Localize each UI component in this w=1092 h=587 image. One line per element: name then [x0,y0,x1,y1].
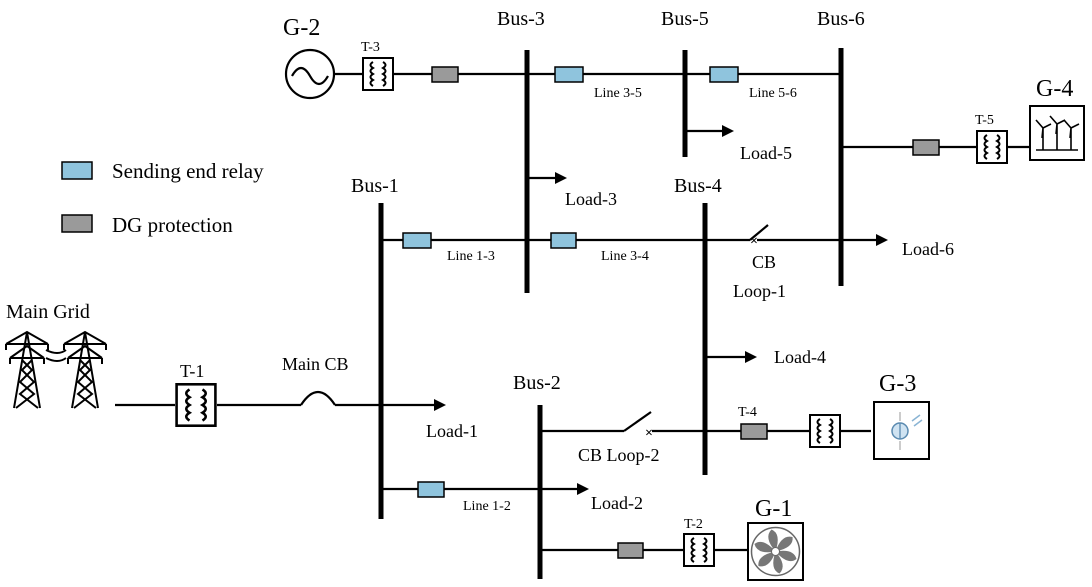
t2-label: T-2 [684,517,703,532]
main-grid-label: Main Grid [6,301,90,323]
transformer-t4-icon [809,414,841,448]
load-4-label: Load-4 [774,347,826,367]
load-1-arrow [434,399,446,411]
line-1-3-label: Line 1-3 [447,249,495,264]
transformer-t1-icon [175,383,217,427]
relay-line-1-3[interactable] [402,232,432,249]
load-1-label: Load-1 [426,421,478,441]
sine-source-icon [291,66,329,86]
transformer-t2-icon [683,533,715,567]
legend-dg-label: DG protection [112,213,233,237]
load-6-label: Load-6 [902,239,954,259]
load-2-arrow [577,483,589,495]
load-5-label: Load-5 [740,143,792,163]
g1-label: G-1 [755,496,792,522]
g2-label: G-2 [283,15,320,41]
line-5-6-label: Line 5-6 [749,86,797,101]
line-3-4-label: Line 3-4 [601,249,649,264]
cb-loop-1-switch[interactable] [749,224,769,241]
svg-text:×: × [645,426,653,441]
legend-relay-swatch [61,161,93,180]
bus-3-label: Bus-3 [497,8,545,30]
dg-protection-g1[interactable] [617,542,644,559]
transformer-t3-icon [362,57,394,91]
svg-text:×: × [750,234,758,249]
load-4-arrow [745,351,757,363]
cb-loop-1-label-loop: Loop-1 [733,281,786,301]
t4-label: T-4 [738,405,757,420]
transmission-tower-icon [63,331,107,409]
load-3-arrow [555,172,567,184]
t1-label: T-1 [180,361,204,381]
dg-protection-g4[interactable] [912,139,940,156]
main-cb-symbol[interactable] [300,390,336,406]
bus-4-label: Bus-4 [674,175,722,197]
bus-6-label: Bus-6 [817,8,865,30]
bus-5-label: Bus-5 [661,8,709,30]
bus-1-label: Bus-1 [351,175,399,197]
g4-label: G-4 [1036,76,1073,102]
legend-relay-label: Sending end relay [112,159,264,183]
turbine-fan-icon [750,526,801,577]
t5-label: T-5 [975,113,994,128]
wind-turbine-icon [1035,115,1080,151]
relay-line-3-4[interactable] [550,232,577,249]
load-6-arrow [876,234,888,246]
cb-loop-1-label-cb: CB [752,252,776,272]
transformer-t5-icon [976,130,1008,164]
dg-protection-g3[interactable] [740,423,768,440]
cb-loop-2-label: CB Loop-2 [578,445,660,465]
cb-loop-2-switch[interactable] [623,411,652,432]
transmission-tower-icon [5,331,49,409]
bus-2-label: Bus-2 [513,372,561,394]
solar-panel-icon [891,412,923,450]
load-3-label: Load-3 [565,189,617,209]
g3-label: G-3 [879,371,916,397]
relay-line-3-5[interactable] [554,66,584,83]
legend-dg-swatch [61,214,93,233]
dg-protection-g2[interactable] [431,66,459,83]
relay-line-5-6[interactable] [709,66,739,83]
load-2-label: Load-2 [591,493,643,513]
relay-line-1-2[interactable] [417,481,445,498]
line-3-5-label: Line 3-5 [594,86,642,101]
t3-label: T-3 [361,40,380,55]
line-1-2-label: Line 1-2 [463,499,511,514]
main-cb-label: Main CB [282,354,349,374]
load-5-arrow [722,125,734,137]
